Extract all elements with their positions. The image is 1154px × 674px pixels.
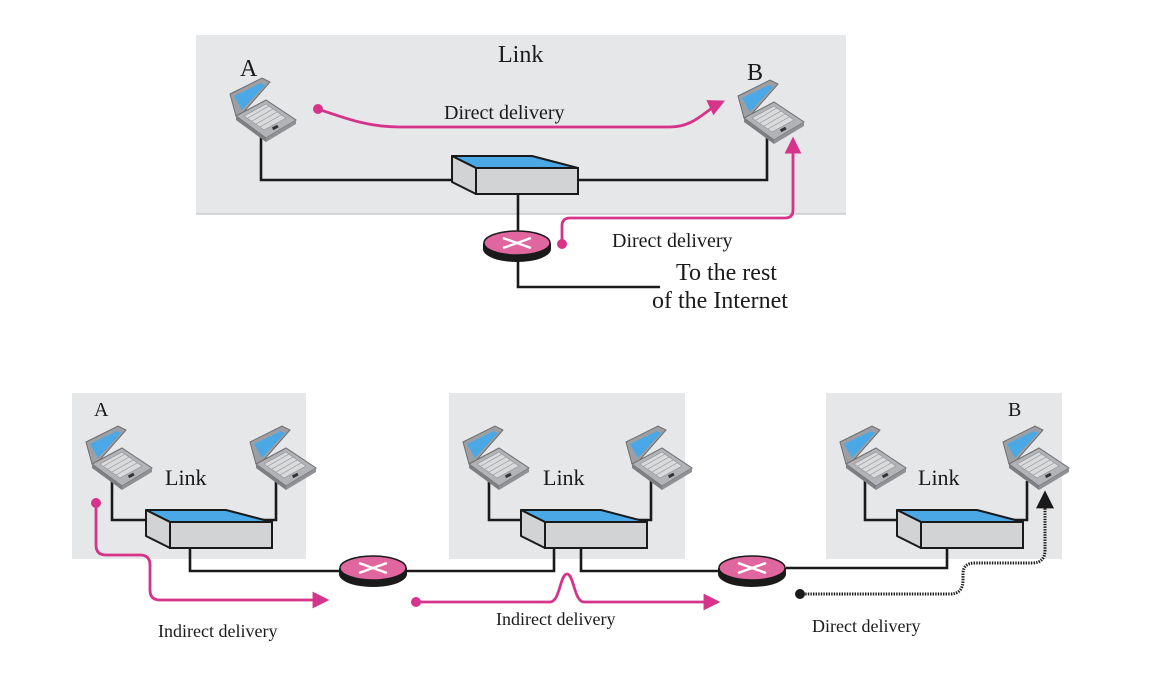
bottom-diagram: A Link Link B Link bbox=[72, 393, 1070, 641]
link-region-2: Link bbox=[406, 393, 720, 573]
router-icon-1 bbox=[337, 554, 409, 589]
wire-a-to-switch bbox=[259, 133, 460, 182]
direct-delivery-path-bottom bbox=[800, 490, 1054, 596]
router-icon-2 bbox=[716, 554, 788, 589]
direct-delivery-label-bottom: Direct delivery bbox=[812, 616, 920, 636]
indirect-delivery-path-2 bbox=[416, 572, 721, 611]
indirect-delivery-label-2: Indirect delivery bbox=[496, 609, 615, 629]
internet-label-line1: To the rest bbox=[676, 260, 777, 286]
indirect-delivery-label-1: Indirect delivery bbox=[158, 621, 277, 641]
host-b-label-top: B bbox=[747, 60, 763, 86]
wire-router-to-internet bbox=[516, 258, 660, 289]
top-diagram: Link A B Direct delivery Direct delivery… bbox=[196, 35, 846, 314]
link-label-2: Link bbox=[543, 465, 585, 490]
router-icon bbox=[481, 229, 553, 264]
indirect-delivery-path-1 bbox=[94, 503, 330, 609]
host-b-label-bottom: B bbox=[1008, 399, 1021, 421]
direct-delivery-path-router-to-b bbox=[560, 136, 802, 244]
host-a-label-bottom: A bbox=[94, 399, 109, 421]
link-label-1: Link bbox=[165, 465, 207, 490]
link-label-top: Link bbox=[498, 42, 543, 68]
direct-delivery-label-router: Direct delivery bbox=[612, 230, 733, 252]
wire-1a bbox=[110, 480, 146, 522]
wire-switch-to-b bbox=[576, 137, 769, 182]
direct-delivery-label-top: Direct delivery bbox=[444, 102, 565, 124]
internet-label-line2: of the Internet bbox=[652, 288, 788, 314]
link-region-1: A Link bbox=[72, 393, 340, 573]
wire-3a bbox=[863, 480, 903, 522]
wire-2a bbox=[487, 480, 523, 522]
host-a-label-top: A bbox=[240, 56, 258, 82]
link-label-3: Link bbox=[918, 465, 960, 490]
direct-delivery-path-a-to-b bbox=[317, 100, 726, 129]
link-region-3: B Link bbox=[786, 393, 1070, 570]
